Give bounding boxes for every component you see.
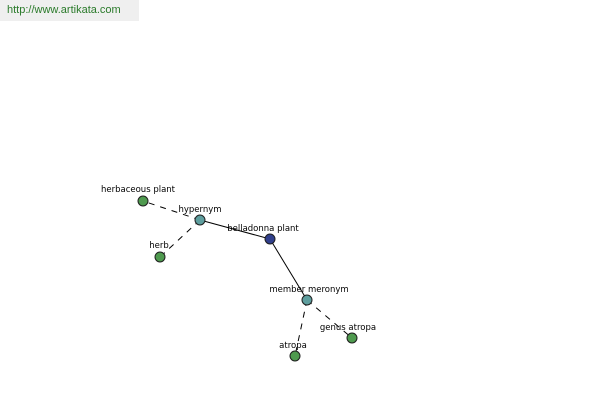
node-label-atropa[interactable]: atropa (279, 341, 307, 351)
edge-belladonna-hypernym (199, 219, 271, 240)
graph-labels: belladonna plant hypernym member meronym he… (101, 185, 376, 351)
node-genus[interactable] (346, 332, 358, 344)
node-atropa[interactable] (289, 350, 301, 362)
node-meronym[interactable] (301, 294, 313, 306)
node-belladonna[interactable] (264, 233, 276, 245)
node-label-herb[interactable]: herb (149, 241, 169, 251)
node-hypernym[interactable] (194, 214, 206, 226)
edge-hypernym-herbaceous (142, 200, 201, 221)
site-url-link[interactable]: http://www.artikata.com (0, 0, 139, 21)
edge-belladonna-meronym (269, 238, 308, 301)
node-label-genus[interactable]: genus atropa (320, 323, 376, 333)
node-label-meronym[interactable]: member meronym (269, 285, 348, 295)
node-herbaceous[interactable] (137, 195, 149, 207)
graph-edges (142, 200, 353, 357)
edge-meronym-genus (306, 299, 353, 339)
node-label-belladonna[interactable]: belladonna plant (227, 224, 299, 234)
node-label-herbaceous[interactable]: herbaceous plant (101, 185, 176, 195)
graph-nodes (137, 195, 358, 362)
node-herb[interactable] (154, 251, 166, 263)
node-label-hypernym[interactable]: hypernym (178, 205, 221, 215)
edge-meronym-atropa (294, 299, 308, 357)
edge-hypernym-herb (159, 219, 201, 258)
